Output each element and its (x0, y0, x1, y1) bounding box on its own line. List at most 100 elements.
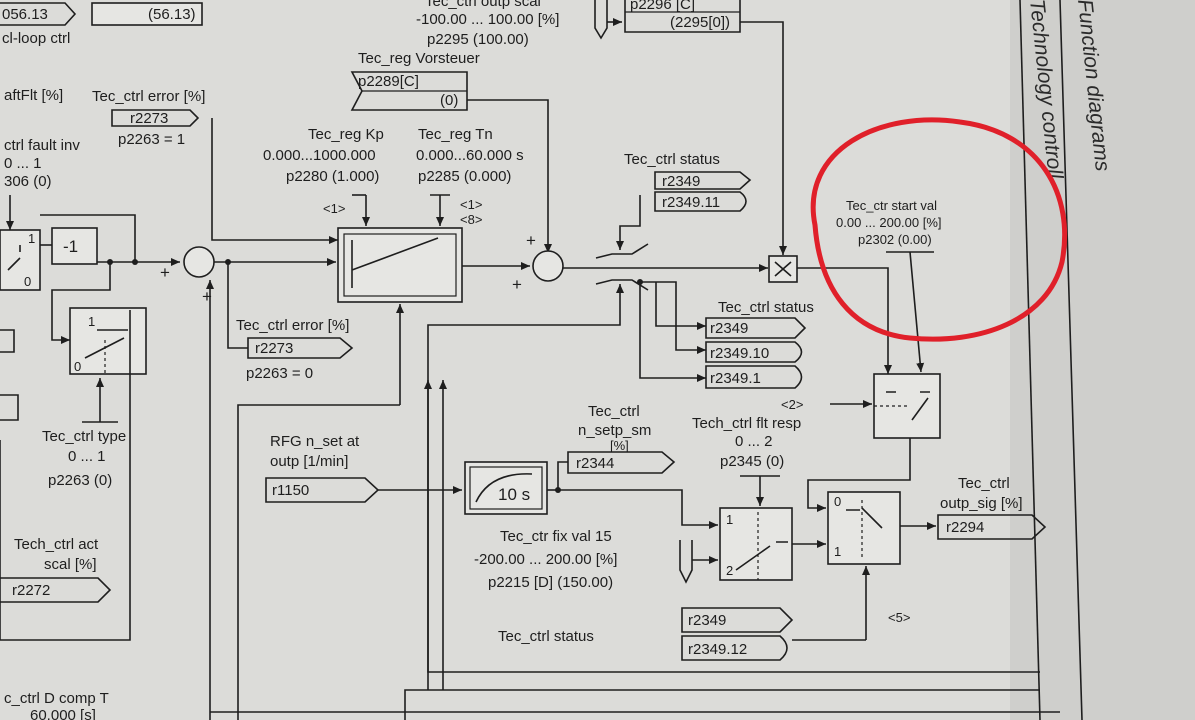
start-val-arrow (909, 251, 925, 373)
left-edge-boxes (0, 329, 19, 421)
kp-range: 0.000...1000.000 (263, 147, 376, 164)
status-to-limiter-top (616, 195, 641, 250)
sum1-plus-bottom: + (202, 287, 212, 306)
status-top-label: Tec_ctrl status (624, 151, 720, 168)
sum2-plus-left: + (512, 275, 522, 294)
feedback-to-switch (40, 214, 136, 262)
outp-scal-param: p2295 (100.00) (427, 31, 529, 48)
tn-label: Tec_reg Tn (418, 126, 493, 143)
vorsteuer-to-sum2 (467, 99, 552, 253)
filter-to-setp (557, 461, 568, 490)
status-mid-row1 (705, 317, 807, 339)
page-margin (1010, 0, 1195, 720)
multiplier-to-switch (797, 267, 892, 374)
kp-label: Tec_reg Kp (308, 126, 384, 143)
output-switch (827, 491, 901, 565)
error-top-connector (111, 109, 200, 127)
fix-val-param: p2215 [D] (150.00) (488, 574, 613, 591)
outp-scal-label: Tec_ctrl outp scal (425, 0, 541, 10)
p2296-label: p2296 [C] (630, 0, 695, 13)
limiter-to-status-1 (639, 282, 706, 382)
vorsteuer-value: (0) (440, 92, 458, 109)
rfg-param: r1150 (272, 482, 309, 499)
ref5-label: <5> (888, 610, 910, 625)
filter-curve (475, 473, 533, 503)
start-switch-to-output (807, 438, 911, 512)
act-scal-param: r2272 (12, 582, 50, 599)
fix-val-range: -200.00 ... 200.00 [%] (474, 551, 617, 568)
start-val-label: Tec_ctr start val (846, 198, 937, 213)
rfg-label-1: RFG n_set at (270, 433, 360, 450)
filter-block (464, 461, 548, 515)
kp-ref: <1> (323, 201, 345, 216)
flt-resp-param: p2345 (0) (720, 453, 784, 470)
status-mid-item-1: r2349.10 (710, 345, 769, 362)
status-bottom-row2 (681, 635, 788, 661)
status-top-row2 (654, 191, 747, 212)
loop-line-1 (427, 310, 1040, 673)
sum1-to-error-mid (227, 262, 248, 349)
setp-sm-connector (567, 451, 676, 474)
ctrl-type-param: p2263 (0) (48, 472, 112, 489)
sum2-plus-top: + (526, 231, 536, 250)
sw1-top-label: 1 (28, 231, 35, 246)
sw1-contact (7, 245, 21, 271)
p2296-box (624, 0, 741, 33)
status-mid-item-0: r2349 (710, 320, 748, 337)
filter-to-flt-switch (558, 489, 718, 529)
tn-range: 0.000...60.000 s (416, 147, 524, 164)
invert-block (51, 227, 98, 265)
fault-inv-label: ctrl fault inv (4, 137, 80, 154)
ctrl-type-range: 0 ... 1 (68, 448, 106, 465)
ctrl-type-label: Tec_ctrl type (42, 428, 126, 445)
label-56-13: (56.13) (148, 6, 196, 23)
setp-sm-label-1: Tec_ctrl (588, 403, 640, 420)
error-to-pid (211, 118, 338, 244)
kp-param: p2280 (1.000) (286, 168, 379, 185)
status-mid-row2 (705, 341, 803, 363)
vorsteuer-param: p2289[C] (358, 73, 419, 90)
outp-sig-param: r2294 (946, 519, 984, 536)
error-mid-note: p2263 = 0 (246, 365, 313, 382)
red-highlight-circle (810, 117, 1068, 342)
ctrl-type-switch (69, 307, 147, 375)
fault-inv-range: 0 ... 1 (4, 155, 42, 172)
fix-val-label: Tec_ctr fix val 15 (500, 528, 612, 545)
multiplier-x-icon (774, 261, 792, 277)
limiter-to-status-10 (640, 281, 706, 354)
pid-inner-frame (343, 233, 457, 297)
sw1-bottom-label: 0 (24, 274, 31, 289)
out-sw-bottom: 1 (834, 544, 841, 559)
connector-56-13-box (91, 2, 203, 26)
p2296-value: (2295[0]) (670, 14, 730, 31)
error-top-label: Tec_ctrl error [%] (92, 88, 205, 105)
rfg-label-2: outp [1/min] (270, 453, 348, 470)
filter-inner (469, 466, 543, 510)
vorsteuer-box (350, 71, 468, 111)
setp-sm-param: r2344 (576, 455, 614, 472)
outp-scal-range: -100.00 ... 100.00 [%] (416, 11, 559, 28)
start-val-range: 0.00 ... 200.00 [%] (836, 215, 942, 230)
outp-sig-label-1: Tec_ctrl (958, 475, 1010, 492)
flt-sw-bottom: 2 (726, 563, 733, 578)
left-bottom-loop (0, 310, 131, 641)
flt-sw-contact (735, 541, 788, 571)
error-mid-connector (247, 337, 354, 359)
outp-scal-input-symbol (594, 0, 608, 40)
ref2-label: <2> (781, 397, 803, 412)
error-top-param: r2273 (130, 110, 168, 127)
status-top-row1 (654, 171, 752, 190)
sum-junction-1 (183, 246, 215, 278)
out-sw-contact (846, 507, 883, 529)
ctrl-type-sw-top: 1 (88, 314, 95, 329)
fault-inv-switch (0, 229, 41, 291)
draft-flt-label: aftFlt [%] (4, 87, 63, 104)
fault-inv-param: 306 (0) (4, 173, 52, 190)
out-sw-top: 0 (834, 494, 841, 509)
invert-label: -1 (63, 237, 78, 256)
d-comp-label: c_ctrl D comp T (4, 690, 109, 707)
tn-ref2: <8> (460, 212, 482, 227)
act-scal-label-2: scal [%] (44, 556, 97, 573)
